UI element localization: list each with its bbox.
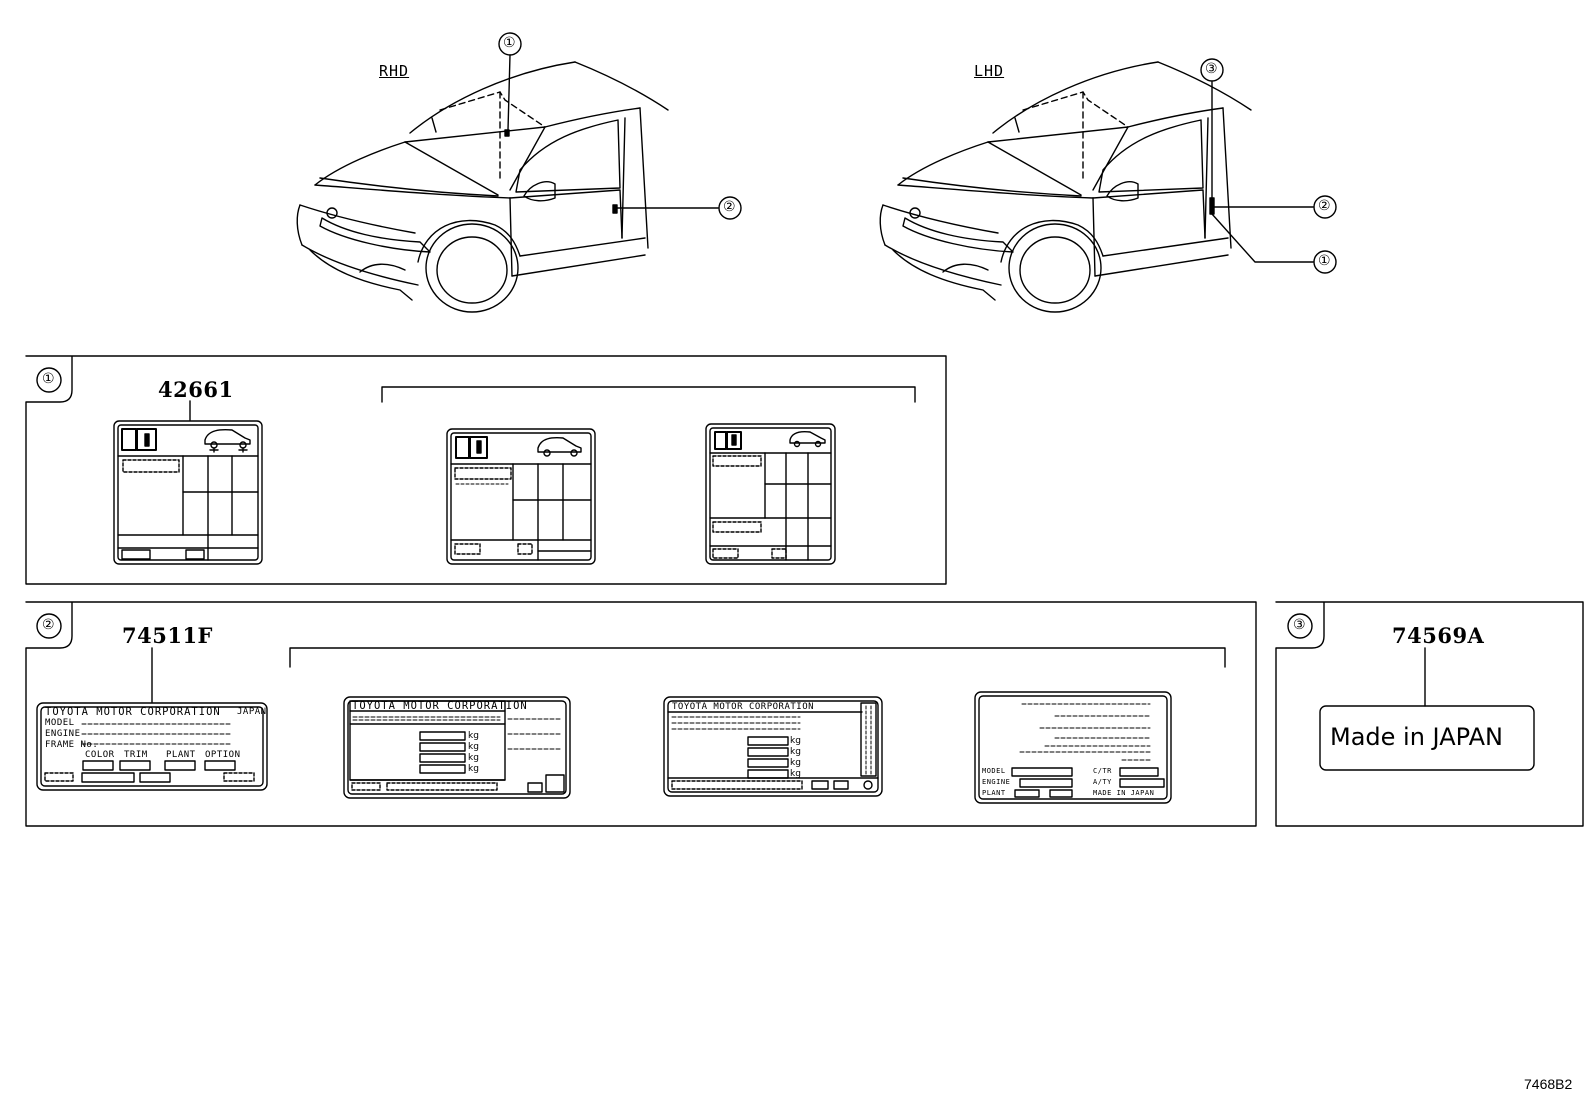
vin-main-country: JAPAN	[237, 707, 267, 717]
vin-main-row-frame: FRAME No.	[45, 740, 99, 750]
vin-a-header: TOYOTA MOTOR CORPORATION	[352, 700, 528, 712]
section-1-alternatives-bracket	[381, 386, 916, 403]
vin-c-row-engine: ENGINE	[982, 778, 1011, 786]
vin-c-row-plant: PLANT	[982, 789, 1006, 797]
vin-c-row-model: MODEL	[982, 767, 1006, 775]
part-number-74511F: 74511F	[122, 623, 213, 648]
vin-a-unit-3: kg	[468, 753, 479, 763]
vin-plate-variant-a	[343, 696, 571, 799]
lhd-vehicle-illustration	[879, 58, 1337, 313]
section-3-marker: ③	[1293, 617, 1306, 633]
vin-plate-variant-c	[974, 691, 1172, 804]
made-in-japan-label	[1319, 705, 1535, 771]
vin-main-field-plant: PLANT	[166, 750, 196, 760]
section-3-frame	[1275, 601, 1584, 827]
rhd-callout-2: ②	[723, 199, 736, 215]
rhd-view-label: RHD	[379, 62, 410, 80]
lhd-callout-1: ①	[1318, 253, 1331, 269]
vin-main-row-model: MODEL	[45, 718, 75, 728]
vin-main-field-trim: TRIM	[124, 750, 148, 760]
section-1-marker: ①	[42, 371, 55, 387]
section-2-alternatives-bracket	[289, 647, 1226, 668]
vin-c-row-ctr: C/TR	[1093, 767, 1112, 775]
drawing-code: 7468B2	[1524, 1076, 1573, 1092]
vin-b-unit-3: kg	[790, 758, 801, 768]
part-number-42661: 42661	[158, 377, 234, 402]
vin-plate-variant-b	[663, 696, 883, 797]
rhd-vehicle-illustration	[296, 32, 742, 313]
vin-b-unit-2: kg	[790, 747, 801, 757]
vin-main-header: TOYOTA MOTOR CORPORATION	[45, 706, 221, 718]
section-2-marker: ②	[42, 617, 55, 633]
lhd-view-label: LHD	[974, 62, 1005, 80]
section-2-frame	[25, 601, 1257, 827]
made-in-japan-text: Made in JAPAN	[1330, 723, 1503, 751]
vin-plate-main	[36, 702, 268, 791]
vin-b-header: TOYOTA MOTOR CORPORATION	[672, 702, 815, 712]
rhd-callout-1: ①	[503, 35, 516, 51]
caution-label-alt-2	[705, 423, 836, 565]
vin-b-unit-1: kg	[790, 736, 801, 746]
vin-b-unit-4: kg	[790, 769, 801, 779]
part-number-74569A: 74569A	[1392, 623, 1485, 648]
vin-c-row-aty: A/TY	[1093, 778, 1112, 786]
vin-c-row-made-in: MADE IN JAPAN	[1093, 789, 1155, 797]
vin-main-field-option: OPTION	[205, 750, 241, 760]
lhd-callout-3: ③	[1205, 61, 1218, 77]
vin-a-unit-1: kg	[468, 731, 479, 741]
vin-main-row-engine: ENGINE	[45, 729, 81, 739]
caution-label-main	[113, 420, 263, 565]
vin-a-unit-2: kg	[468, 742, 479, 752]
section-1-frame	[25, 355, 947, 585]
vin-a-unit-4: kg	[468, 764, 479, 774]
lhd-callout-2: ②	[1318, 198, 1331, 214]
caution-label-alt-1	[446, 428, 596, 565]
vin-main-field-color: COLOR	[85, 750, 115, 760]
